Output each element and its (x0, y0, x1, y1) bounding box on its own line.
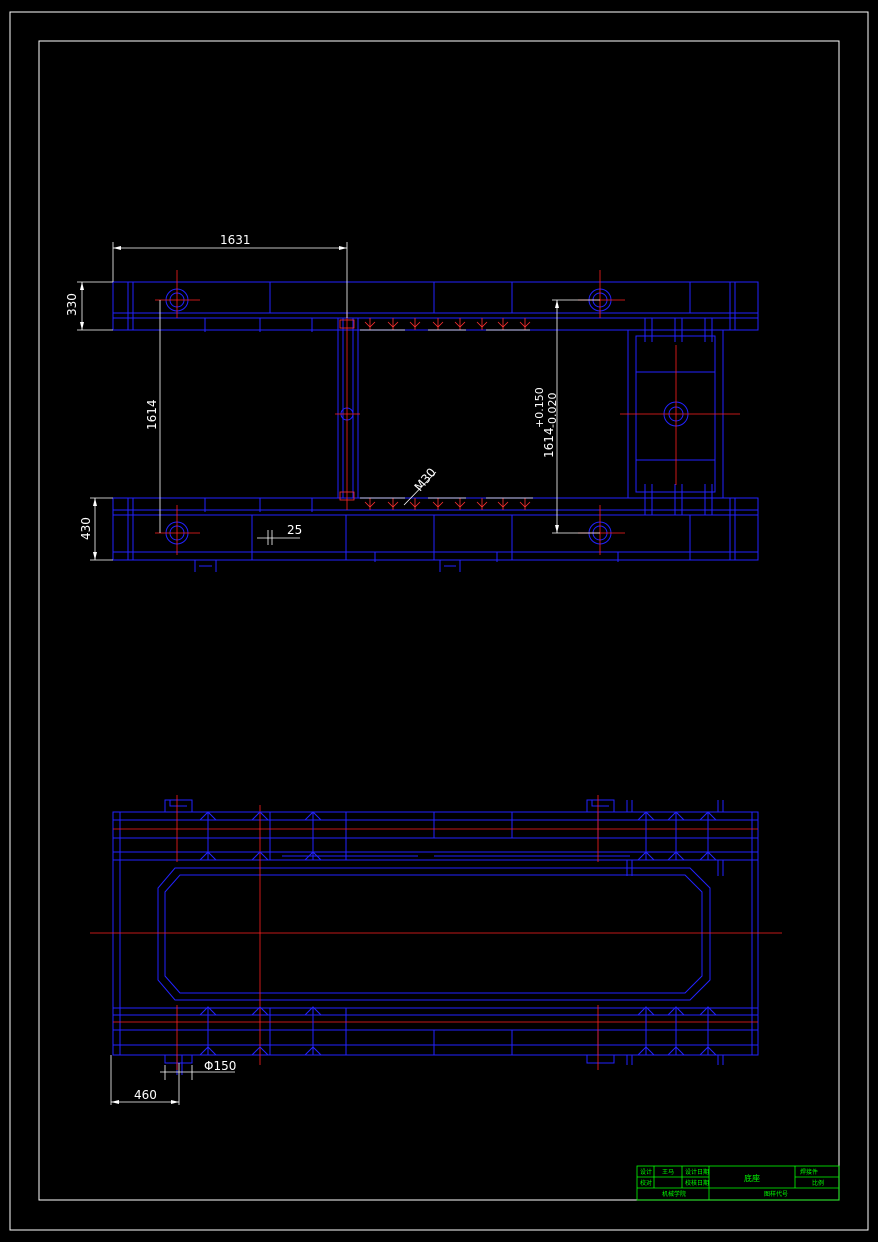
dimension-arrows (80, 246, 559, 560)
tb-part-name: 底座 (744, 1173, 760, 1183)
front-dimension-arrows (111, 1100, 179, 1104)
tb-date-label: 设计日期 (685, 1168, 709, 1176)
top-view-centerlines (155, 270, 740, 555)
tb-dept-label: 机械学院 (662, 1190, 686, 1198)
dim-left-height: 330 (65, 293, 79, 316)
dim-tolerance-lower: -0.020 (546, 393, 559, 428)
title-block (636, 1165, 840, 1201)
tb-scale-label: 比例 (812, 1179, 824, 1187)
front-view-centerlines (90, 795, 782, 1070)
dim-tolerance-upper: +0.150 (533, 387, 546, 428)
outer-frame (9, 11, 869, 1231)
tb-check-date-label: 校核日期 (685, 1179, 709, 1187)
dim-thread: M30 (412, 465, 439, 494)
top-view-dimension-lines (77, 242, 600, 561)
tb-drawing-no-label: 图样代号 (764, 1190, 788, 1198)
top-view (112, 281, 759, 572)
dim-span-left: 1614 (145, 399, 159, 430)
tb-designer-name: 王马 (662, 1168, 674, 1176)
dim-bottom-left-height: 430 (79, 517, 93, 540)
dim-span-right: 1614 (542, 427, 556, 458)
dim-diameter: Φ150 (204, 1059, 236, 1073)
tb-checker-label: 校对 (640, 1179, 652, 1187)
dim-gap: 25 (287, 523, 302, 537)
inner-frame (38, 40, 840, 1201)
tb-material-label: 焊接件 (800, 1168, 818, 1176)
dim-top-width: 1631 (220, 233, 251, 247)
front-view-dimension-lines (110, 1055, 235, 1105)
tb-designer-label: 设计 (640, 1168, 652, 1176)
front-view (112, 799, 759, 1075)
front-view-bolts (199, 811, 717, 1056)
dim-offset: 460 (134, 1088, 157, 1102)
bolt-markers (339, 318, 531, 510)
